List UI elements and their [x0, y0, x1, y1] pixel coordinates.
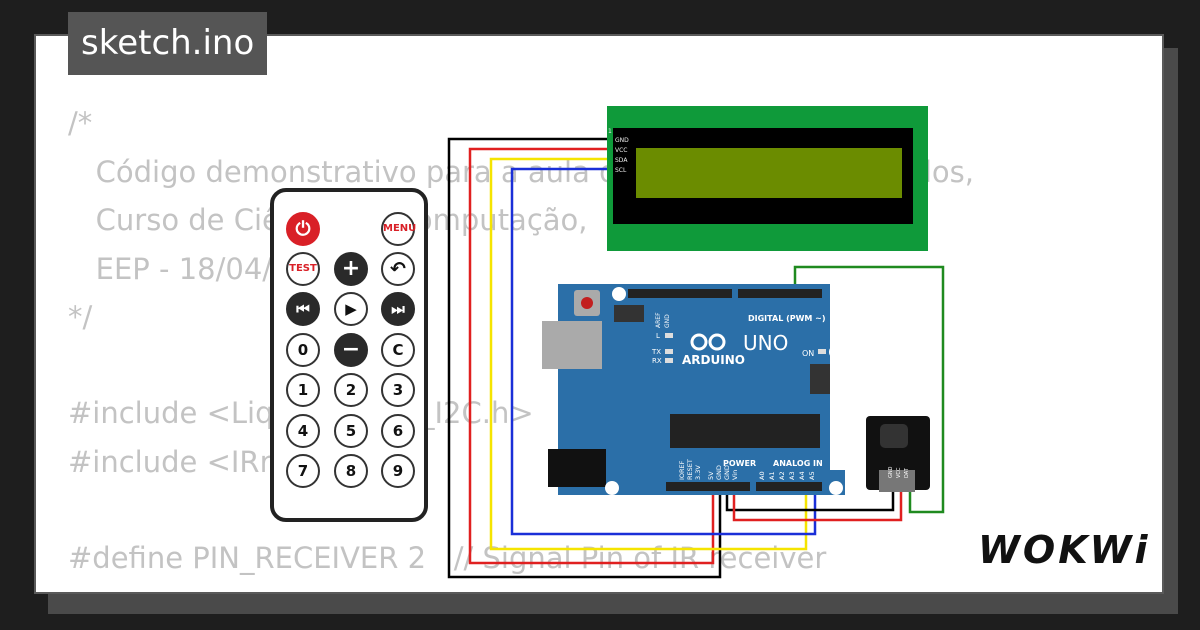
l-label: L	[656, 332, 660, 340]
analog-pin-label: A3	[788, 471, 796, 480]
wokwi-logo: WOKWi	[978, 528, 1151, 572]
lcd-pin-label: GND	[615, 137, 629, 144]
test-button[interactable]: TEST	[286, 252, 320, 286]
arduino-logo-text: ARDUINO	[682, 353, 745, 367]
clear-button[interactable]: C	[381, 333, 415, 367]
wire-sda-lcd	[489, 157, 808, 551]
power-pin-label: GND	[715, 465, 723, 480]
menu-button[interactable]: MENU	[381, 212, 416, 246]
sketch-title: sketch.ino	[68, 12, 268, 75]
icsp-header	[614, 305, 644, 322]
icsp-header-2	[810, 364, 830, 394]
ir-pin-label: GND	[888, 466, 894, 478]
wire-vcc-ir	[732, 488, 903, 522]
digital-header-left	[628, 289, 732, 298]
ir-pin-label: DAT	[904, 467, 910, 478]
play-button[interactable]: ▶	[334, 292, 368, 326]
ir-receiver-module: GND VCC DAT	[866, 416, 930, 492]
key-4[interactable]: 4	[286, 414, 320, 448]
lcd-pin-label: SDA	[615, 157, 628, 164]
power-pin-label: RESET	[686, 459, 694, 480]
key-6[interactable]: 6	[381, 414, 415, 448]
lcd-display: 1 GND VCC SDA SCL	[607, 106, 928, 251]
key-1[interactable]: 1	[286, 373, 320, 407]
uno-label: UNO	[743, 331, 788, 355]
power-pin-label: GND	[723, 465, 731, 480]
analog-header	[756, 482, 822, 491]
arduino-uno-board: DIGITAL (PWM ~) ARDUINO UNO ON L TX RX P…	[542, 284, 845, 495]
analog-pin-label: A1	[768, 471, 776, 480]
analog-label: ANALOG IN	[773, 459, 823, 468]
power-button[interactable]: ⏻	[286, 212, 320, 246]
key-3[interactable]: 3	[381, 373, 415, 407]
power-label: POWER	[723, 459, 756, 468]
minus-button[interactable]: −	[334, 333, 368, 367]
power-header	[666, 482, 750, 491]
prev-button[interactable]: ⏮	[286, 292, 320, 326]
ir-remote-control: ⏻ MENU TEST + ↶ ⏮ ▶ ⏭ 0 − C 1 2 3 4 5 6 …	[270, 188, 428, 522]
digital-label: DIGITAL (PWM ~)	[748, 314, 826, 323]
power-jack	[548, 449, 606, 487]
gnd-top-label: GND	[664, 314, 671, 328]
lcd-pin-number: 1	[608, 128, 612, 135]
wire-vcc-lcd	[468, 147, 715, 565]
code-line: /*	[68, 106, 93, 140]
lcd-pin-label: SCL	[615, 167, 627, 174]
power-pin-label: IOREF	[678, 460, 686, 480]
code-line: */	[68, 300, 93, 334]
lcd-pin-label: VCC	[615, 147, 627, 154]
back-button[interactable]: ↶	[381, 252, 415, 286]
aref-label: AREF	[655, 312, 662, 328]
ir-pin-label: VCC	[896, 467, 902, 478]
key-5[interactable]: 5	[334, 414, 368, 448]
rx-label: RX	[652, 357, 662, 365]
key-2[interactable]: 2	[334, 373, 368, 407]
tx-label: TX	[651, 348, 661, 356]
analog-pin-label: A0	[758, 471, 766, 480]
code-line: #define PIN_RECEIVER 2 // Signal Pin of …	[68, 541, 827, 575]
key-8[interactable]: 8	[334, 454, 368, 488]
arduino-infinity-icon	[690, 333, 726, 351]
key-0[interactable]: 0	[286, 333, 320, 367]
wire-signal-ir	[793, 265, 945, 514]
analog-pin-label: A5	[808, 471, 816, 480]
wire-gnd-ir	[725, 488, 895, 512]
on-label: ON	[802, 349, 814, 358]
power-pin-label: 3.3V	[694, 465, 702, 480]
key-7[interactable]: 7	[286, 454, 320, 488]
analog-pin-label: A4	[798, 471, 806, 480]
atmega-chip	[670, 414, 820, 448]
key-9[interactable]: 9	[381, 454, 415, 488]
digital-header-right	[738, 289, 822, 298]
analog-pin-label: A2	[778, 471, 786, 480]
power-pin-label: Vin	[731, 470, 739, 480]
power-pin-label: 5V	[707, 471, 715, 480]
next-button[interactable]: ⏭	[381, 292, 415, 326]
usb-port	[542, 321, 602, 369]
plus-button[interactable]: +	[334, 252, 368, 286]
